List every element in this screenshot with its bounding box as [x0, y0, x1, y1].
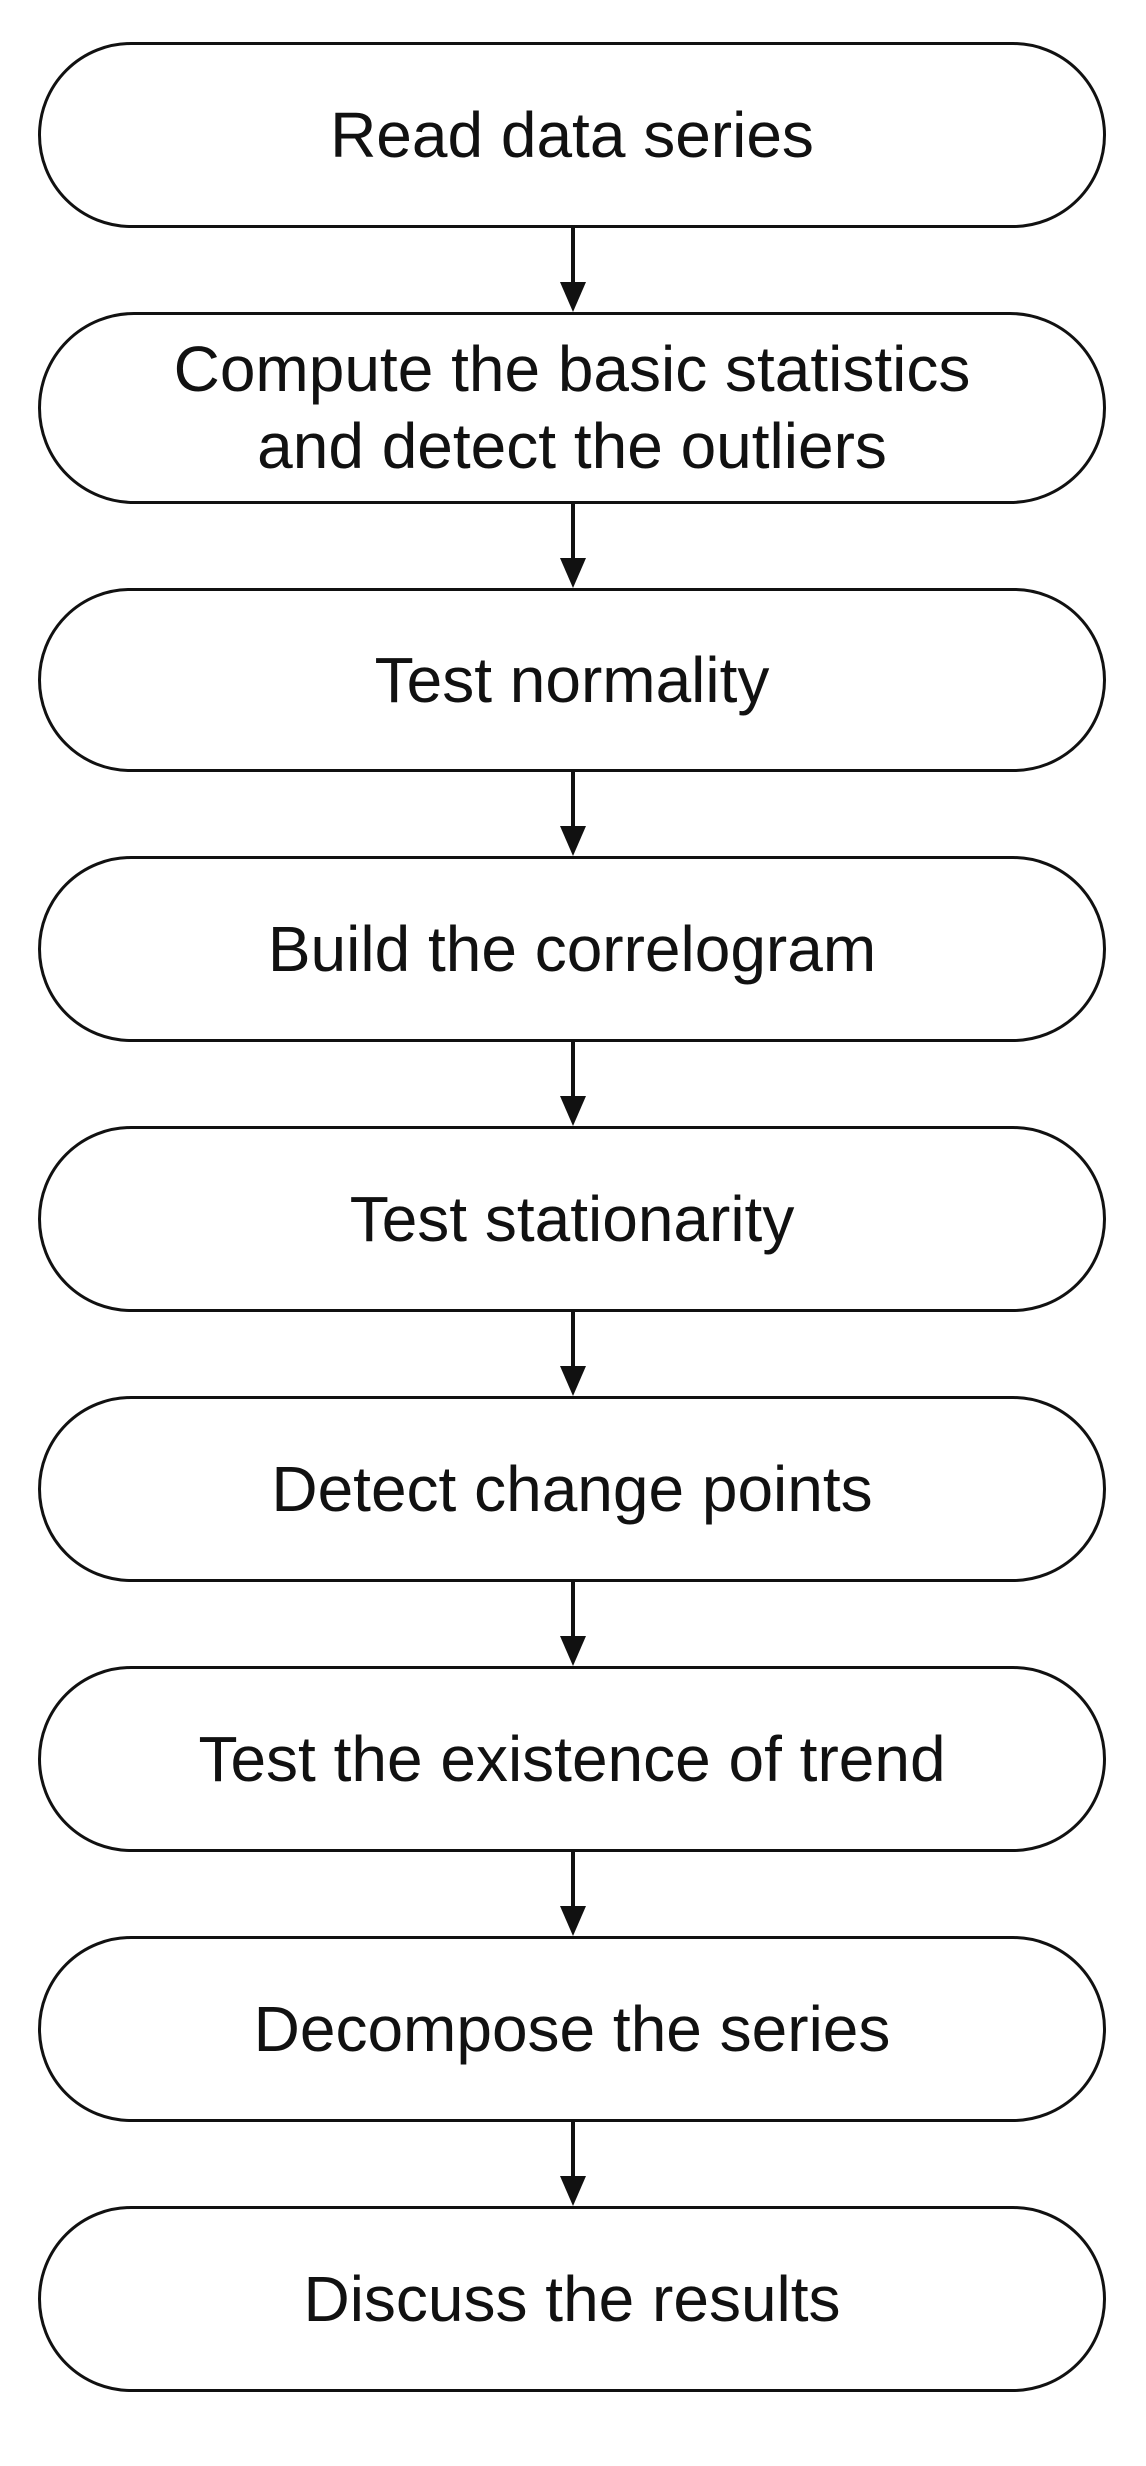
- arrow-6: [560, 1582, 586, 1666]
- arrow-5: [560, 1312, 586, 1396]
- arrow-head-icon: [560, 1906, 586, 1936]
- arrow-head-icon: [560, 1636, 586, 1666]
- arrow-shaft: [571, 504, 575, 560]
- step-detect-change-points: Detect change points: [38, 1396, 1106, 1582]
- arrow-7: [560, 1852, 586, 1936]
- arrow-head-icon: [560, 1096, 586, 1126]
- step-discuss-results: Discuss the results: [38, 2206, 1106, 2392]
- arrow-shaft: [571, 1312, 575, 1368]
- arrow-shaft: [571, 1582, 575, 1638]
- arrow-shaft: [571, 772, 575, 828]
- arrow-head-icon: [560, 826, 586, 856]
- arrow-head-icon: [560, 1366, 586, 1396]
- arrow-shaft: [571, 1042, 575, 1098]
- step-build-correlogram: Build the correlogram: [38, 856, 1106, 1042]
- arrow-1: [560, 228, 586, 312]
- arrow-4: [560, 1042, 586, 1126]
- step-test-trend: Test the existence of trend: [38, 1666, 1106, 1852]
- arrow-head-icon: [560, 282, 586, 312]
- step-test-normality: Test normality: [38, 588, 1106, 772]
- arrow-shaft: [571, 2122, 575, 2178]
- arrow-head-icon: [560, 2176, 586, 2206]
- step-test-stationarity: Test stationarity: [38, 1126, 1106, 1312]
- step-compute-basic-statistics: Compute the basic statistics and detect …: [38, 312, 1106, 504]
- arrow-head-icon: [560, 558, 586, 588]
- arrow-2: [560, 504, 586, 588]
- arrow-shaft: [571, 228, 575, 284]
- arrow-3: [560, 772, 586, 856]
- arrow-8: [560, 2122, 586, 2206]
- step-read-data-series: Read data series: [38, 42, 1106, 228]
- arrow-shaft: [571, 1852, 575, 1908]
- step-decompose-series: Decompose the series: [38, 1936, 1106, 2122]
